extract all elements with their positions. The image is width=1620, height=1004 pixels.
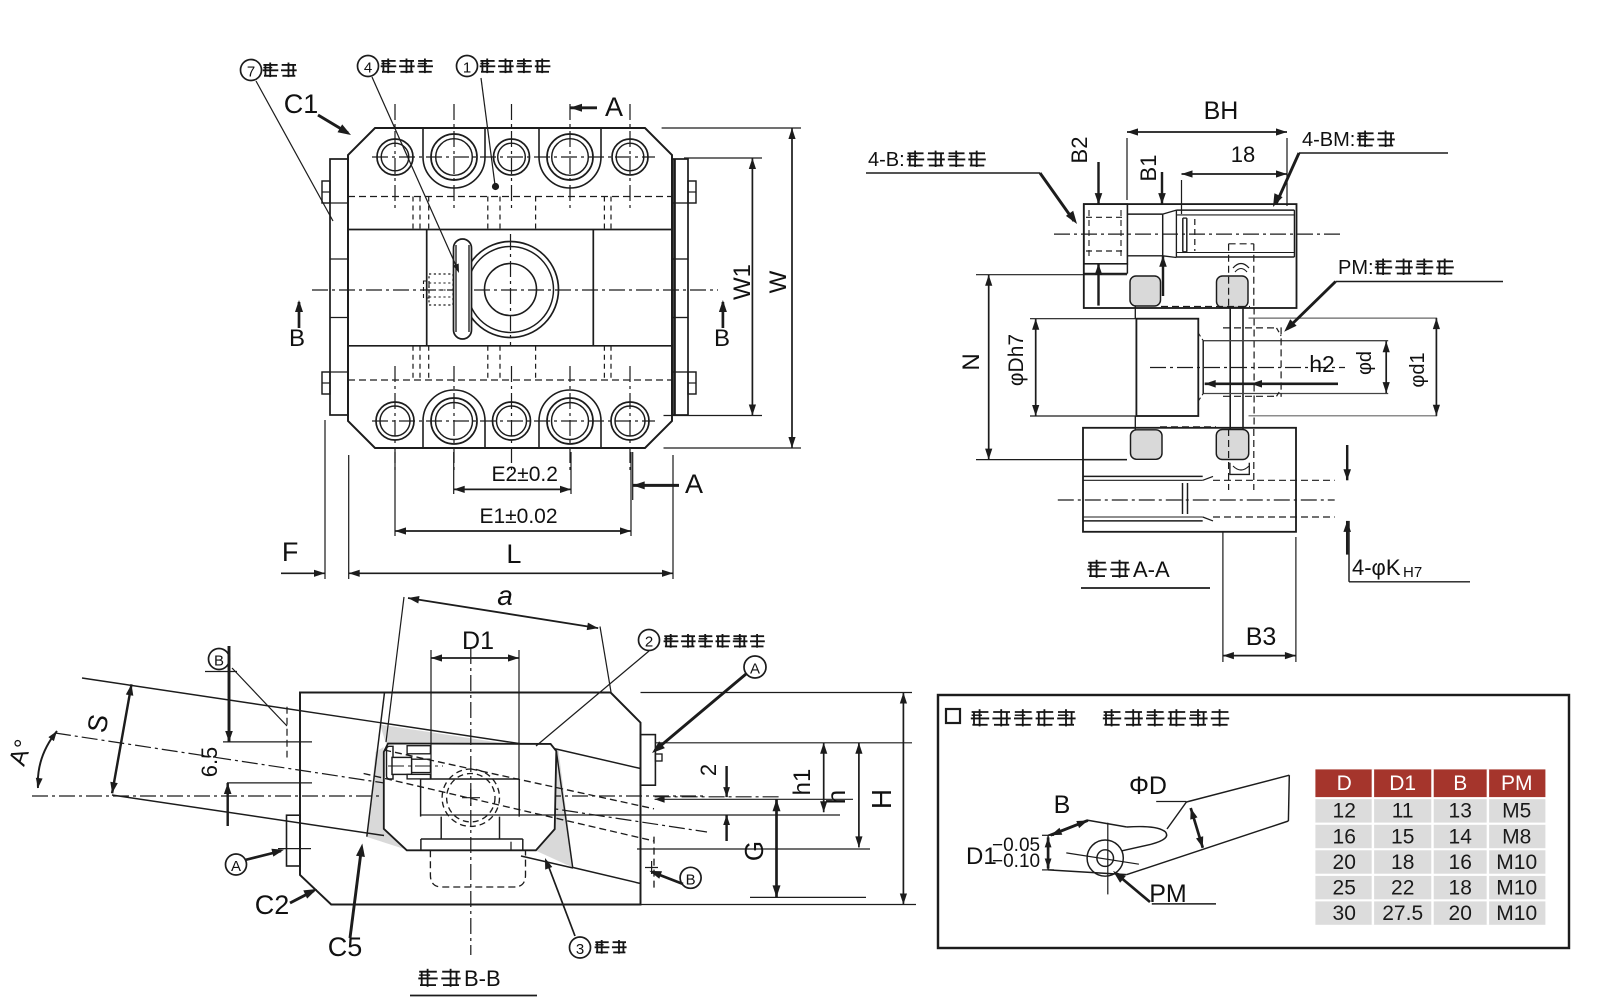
svg-text:H7: H7 [1403, 564, 1422, 581]
svg-text:L: L [506, 539, 521, 569]
svg-text:18: 18 [1231, 142, 1255, 167]
svg-text:S: S [82, 712, 115, 735]
svg-text:20: 20 [1449, 902, 1472, 925]
svg-text:B1: B1 [1136, 155, 1161, 182]
svg-text:13: 13 [1449, 800, 1472, 823]
svg-text:16: 16 [1449, 851, 1472, 874]
svg-text:M10: M10 [1496, 851, 1537, 874]
svg-text:B: B [289, 325, 305, 352]
svg-text:PM:: PM: [1338, 257, 1374, 279]
svg-text:−0.10: −0.10 [992, 851, 1040, 872]
svg-text:A: A [231, 858, 241, 875]
svg-text:12: 12 [1333, 800, 1356, 823]
svg-text:G: G [739, 841, 769, 861]
svg-text:D1: D1 [462, 627, 494, 655]
svg-text:φd: φd [1354, 351, 1376, 375]
svg-text:M10: M10 [1496, 876, 1537, 899]
svg-text:H: H [866, 789, 897, 809]
svg-text:D1: D1 [1389, 772, 1416, 795]
svg-text:C1: C1 [284, 89, 319, 119]
svg-text:A-A: A-A [1133, 557, 1170, 582]
svg-text:D: D [1337, 772, 1352, 795]
svg-text:4-B:: 4-B: [868, 149, 905, 171]
svg-text:15: 15 [1391, 825, 1414, 848]
svg-text:6.5: 6.5 [197, 747, 222, 778]
svg-text:M5: M5 [1502, 800, 1531, 823]
svg-text:14: 14 [1449, 825, 1473, 848]
svg-text:2: 2 [696, 764, 721, 776]
svg-text:A: A [685, 469, 703, 499]
svg-text:B3: B3 [1246, 623, 1277, 651]
svg-text:N: N [958, 353, 985, 370]
svg-text:18: 18 [1391, 851, 1414, 874]
svg-text:11: 11 [1392, 800, 1414, 823]
svg-text:B2: B2 [1067, 137, 1092, 164]
svg-text:30: 30 [1333, 902, 1356, 925]
svg-text:−0.05: −0.05 [992, 835, 1040, 856]
svg-text:E1±0.02: E1±0.02 [479, 505, 557, 528]
svg-text:B: B [214, 653, 224, 670]
svg-text:h: h [821, 790, 851, 804]
svg-text:B: B [1453, 772, 1467, 795]
svg-text:4-φK: 4-φK [1352, 555, 1401, 580]
svg-text:W1: W1 [729, 264, 756, 300]
svg-text:φDh7: φDh7 [1005, 334, 1028, 386]
svg-text:B-B: B-B [464, 966, 501, 991]
svg-text:18: 18 [1449, 876, 1472, 899]
svg-text:4: 4 [364, 60, 372, 77]
svg-text:h1: h1 [789, 769, 816, 796]
svg-text:E2±0.2: E2±0.2 [491, 463, 557, 486]
svg-text:ΦD: ΦD [1129, 772, 1167, 800]
svg-text:20: 20 [1333, 851, 1356, 874]
svg-text:4-BM:: 4-BM: [1302, 129, 1355, 151]
svg-text:3: 3 [576, 941, 584, 958]
svg-text:B: B [1054, 791, 1071, 819]
svg-text:7: 7 [247, 64, 255, 81]
svg-text:1: 1 [463, 60, 471, 77]
svg-text:F: F [282, 537, 299, 567]
svg-text:W: W [765, 270, 792, 293]
svg-text:PM: PM [1501, 772, 1533, 795]
svg-text:φd1: φd1 [1407, 352, 1429, 387]
svg-text:B: B [686, 871, 696, 888]
svg-text:A: A [605, 92, 623, 122]
svg-text:C5: C5 [328, 932, 363, 962]
svg-text:a: a [497, 580, 513, 611]
svg-text:A: A [750, 661, 760, 678]
svg-text:M8: M8 [1502, 825, 1531, 848]
svg-text:25: 25 [1333, 876, 1356, 899]
svg-text:27.5: 27.5 [1382, 902, 1423, 925]
svg-text:D1: D1 [966, 843, 997, 870]
svg-text:M10: M10 [1496, 902, 1537, 925]
svg-text:C2: C2 [255, 890, 290, 920]
svg-text:h2: h2 [1309, 351, 1335, 377]
svg-text:B: B [714, 325, 730, 352]
svg-text:16: 16 [1333, 825, 1356, 848]
svg-text:BH: BH [1204, 97, 1239, 125]
svg-text:22: 22 [1391, 876, 1414, 899]
svg-text:2: 2 [645, 634, 653, 651]
